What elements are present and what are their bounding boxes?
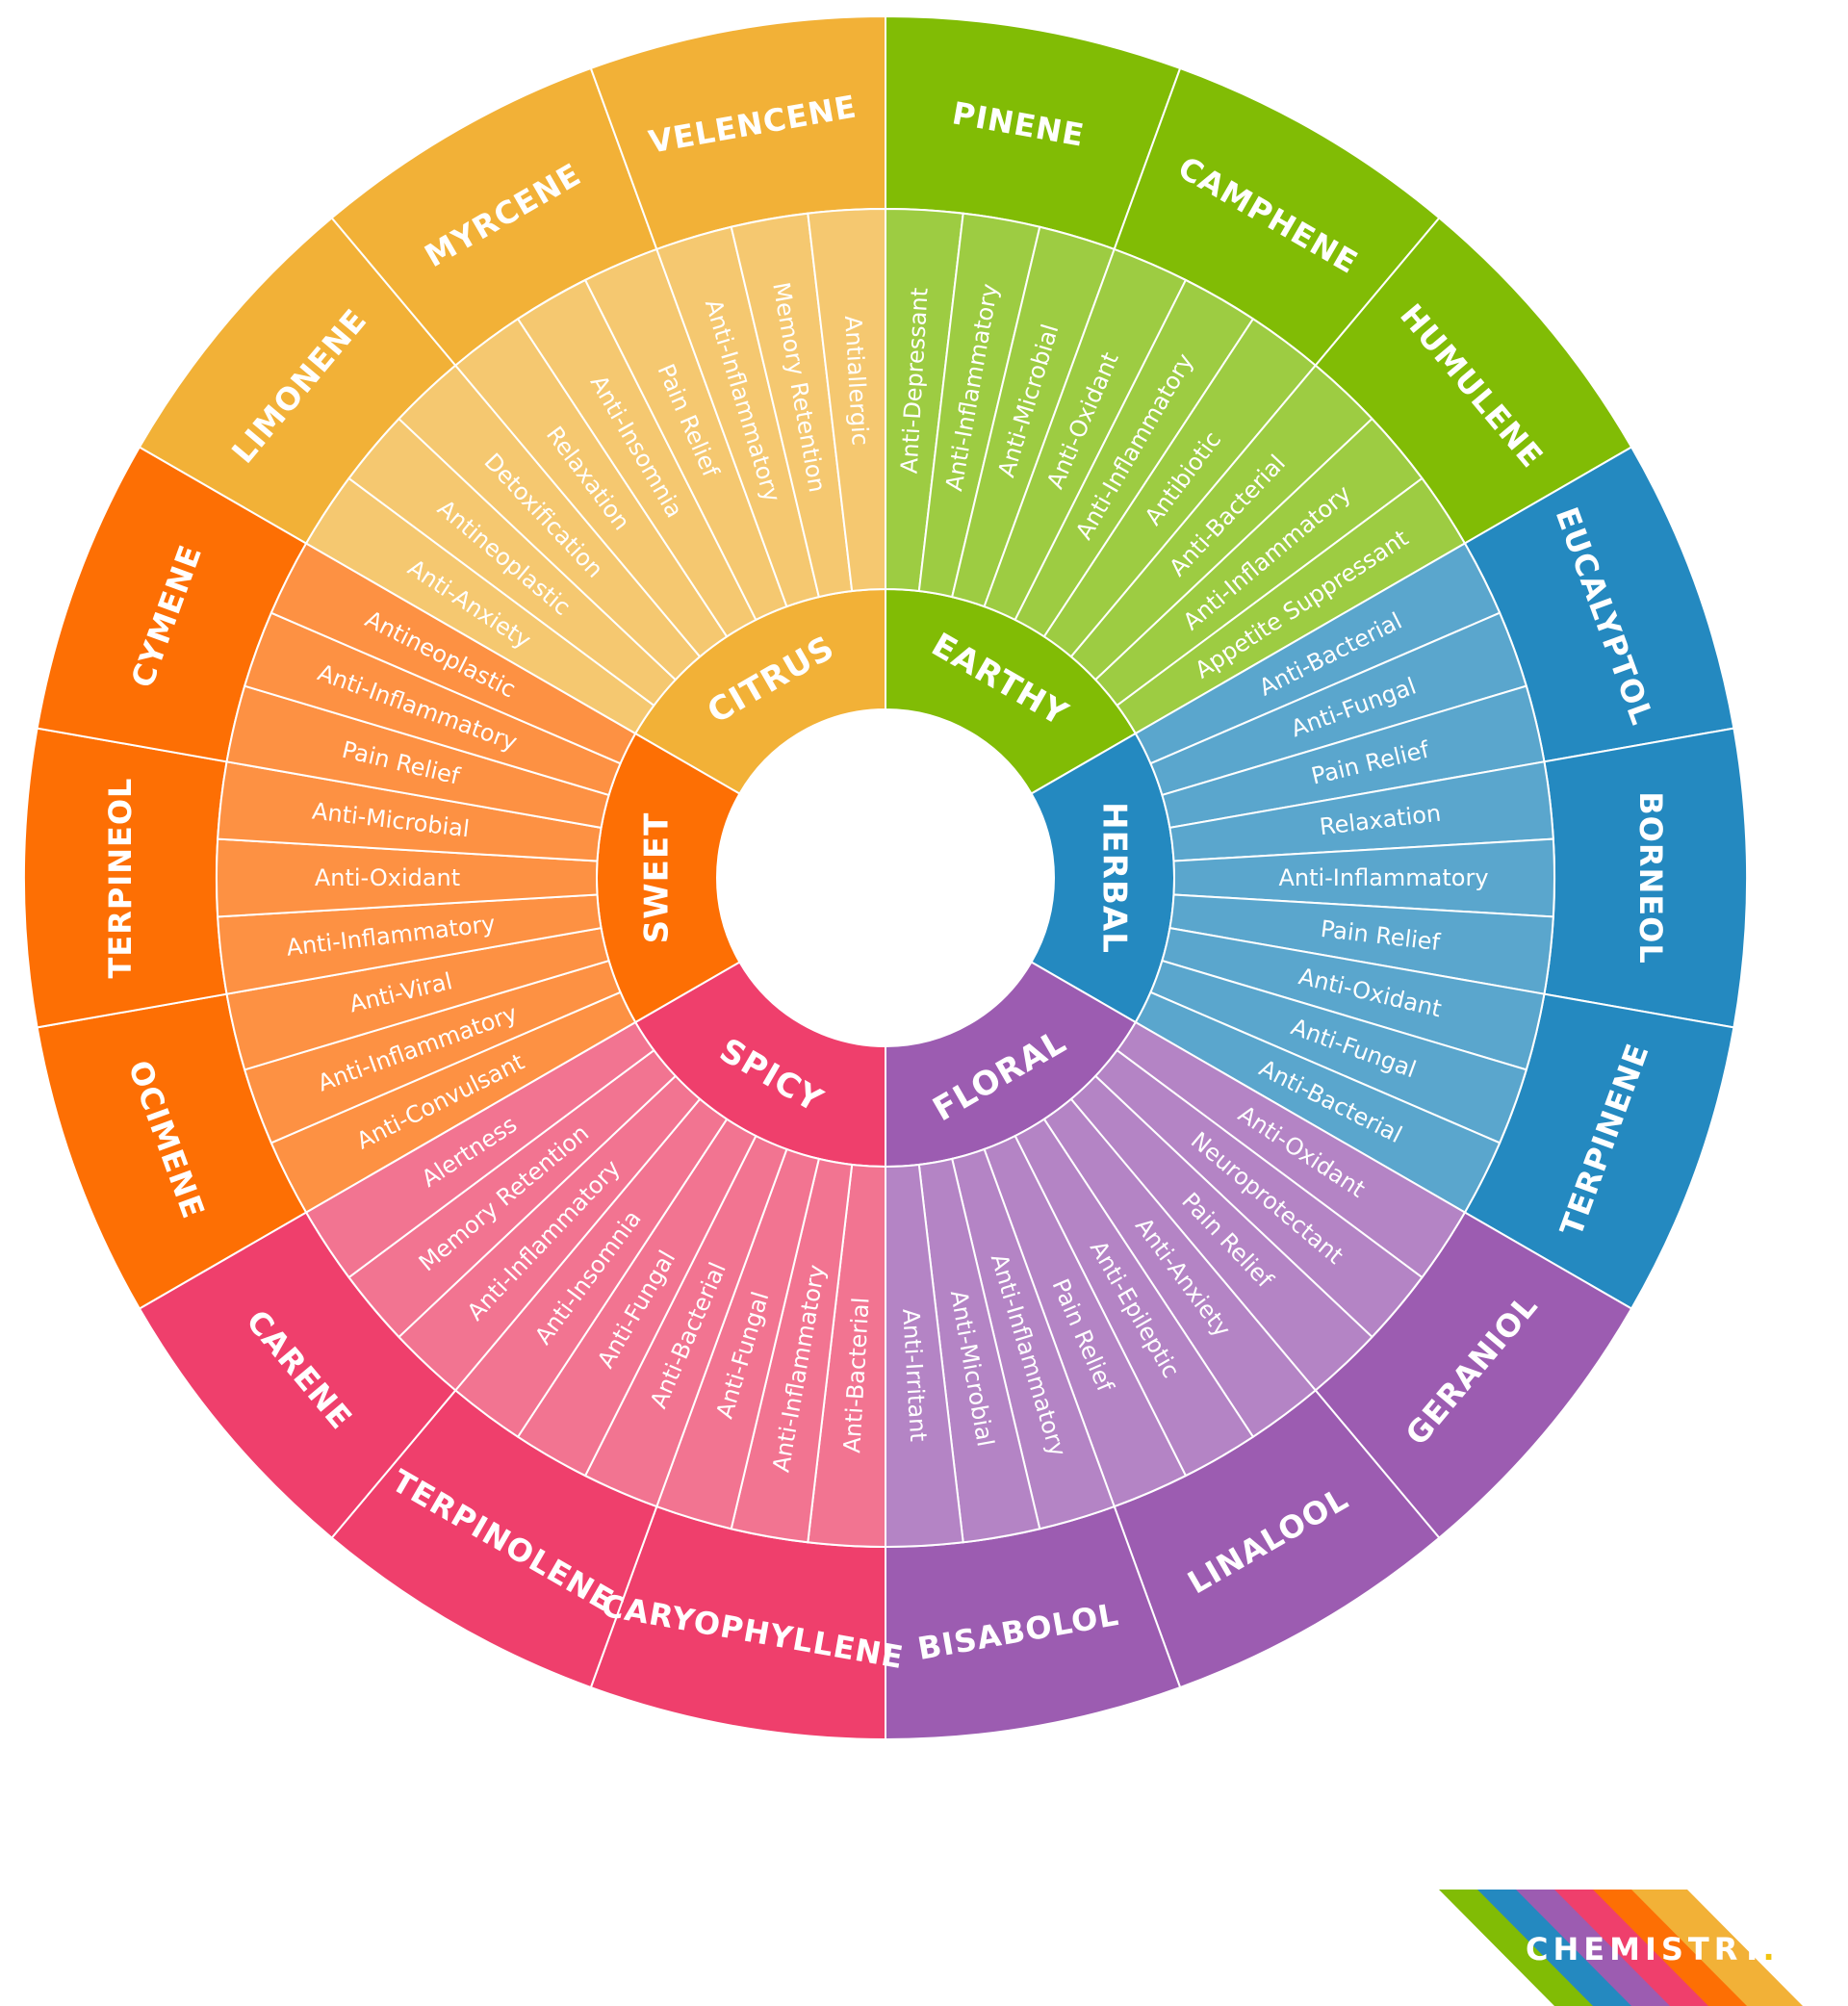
terpene-label-borneol: BORNEOL <box>1632 791 1669 964</box>
category-label-sweet: SWEET <box>638 812 677 944</box>
terpene-label-terpineol: TERPINEOL <box>102 778 139 979</box>
effect-segment <box>807 207 886 593</box>
effect-label-anti-oxidant: Anti-Oxidant <box>315 864 460 891</box>
category-label-herbal: HERBAL <box>1095 802 1134 954</box>
effect-label-anti-inflammatory: Anti-Inflammatory <box>1278 864 1488 891</box>
wheel-center-hole <box>717 709 1054 1046</box>
wheel-segments <box>23 14 1748 1741</box>
brand-mark: . <box>1762 1931 1780 1967</box>
brand-name: CHEMISTRY. <box>1526 1931 1780 1967</box>
brand-stripes <box>1439 1890 1803 2006</box>
brand-stripe <box>1631 1890 1803 2006</box>
